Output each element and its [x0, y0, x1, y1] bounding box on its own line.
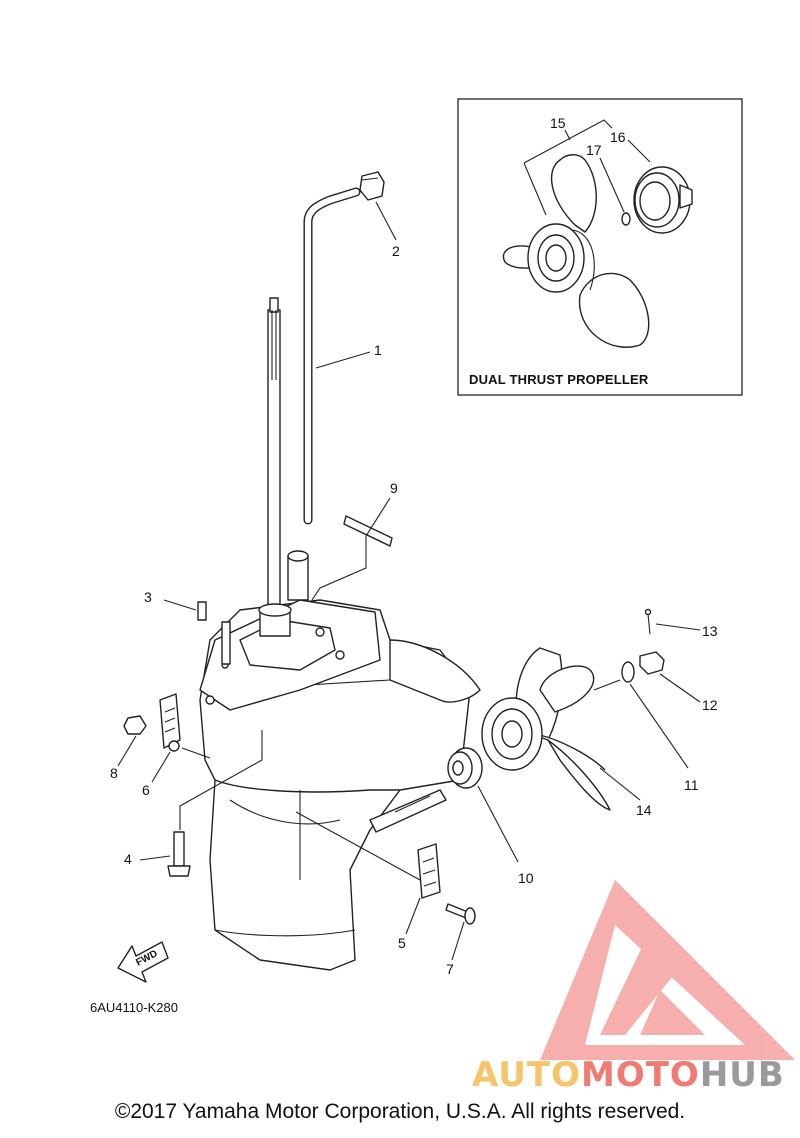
hex-nut: [123, 715, 147, 735]
callout-14: 14: [636, 802, 652, 818]
callout-17: 17: [586, 142, 602, 158]
callout-4: 4: [124, 851, 132, 867]
drive-shaft: [267, 297, 281, 611]
callout-9: 9: [390, 480, 398, 496]
watermark-moto: MOTO: [581, 1055, 700, 1095]
washer: [621, 661, 635, 683]
callout-7: 7: [446, 961, 454, 977]
watermark-hub: HUB: [700, 1055, 785, 1095]
grommet: [359, 171, 385, 201]
callout-12: 12: [702, 697, 718, 713]
water-tube: [303, 187, 361, 525]
dowel-pin: [197, 601, 207, 621]
thrust-spacer: [447, 747, 483, 789]
clip: [343, 515, 393, 547]
screw: [445, 903, 476, 925]
bolt: [167, 831, 191, 877]
fwd-arrow-icon: FWD: [117, 941, 169, 983]
callout-1: 1: [374, 342, 382, 358]
propeller-nut: [639, 651, 665, 675]
inset-washer: [621, 212, 631, 226]
anode-lower: [417, 843, 441, 899]
callout-16: 16: [610, 129, 626, 145]
callout-15: 15: [550, 115, 566, 131]
dual-thrust-propeller-inset: 15 16 17 DUAL THRUST PROPELLER: [457, 98, 743, 396]
propeller: [481, 647, 611, 811]
callout-5: 5: [398, 935, 406, 951]
copyright-notice: ©2017 Yamaha Motor Corporation, U.S.A. A…: [114, 1100, 686, 1123]
anode-washer: [168, 740, 180, 752]
watermark-text: AUTOMOTOHUB: [472, 1055, 785, 1095]
callout-2: 2: [392, 243, 400, 259]
callout-6: 6: [142, 782, 150, 798]
cotter-pin: [647, 613, 651, 635]
automotohub-logo: [540, 880, 795, 1060]
callout-3: 3: [144, 589, 152, 605]
inset-title: DUAL THRUST PROPELLER: [469, 372, 649, 387]
lower-unit-gear-case: [199, 550, 481, 971]
callout-10: 10: [518, 870, 534, 886]
callout-13: 13: [702, 623, 718, 639]
callout-8: 8: [110, 765, 118, 781]
inset-propeller: [502, 154, 650, 348]
anode-upper: [159, 693, 181, 749]
watermark-auto: AUTO: [472, 1055, 581, 1095]
diagram-code: 6AU4110-K280: [90, 1000, 178, 1015]
callout-11: 11: [684, 777, 699, 793]
inset-bushing: [633, 166, 693, 234]
